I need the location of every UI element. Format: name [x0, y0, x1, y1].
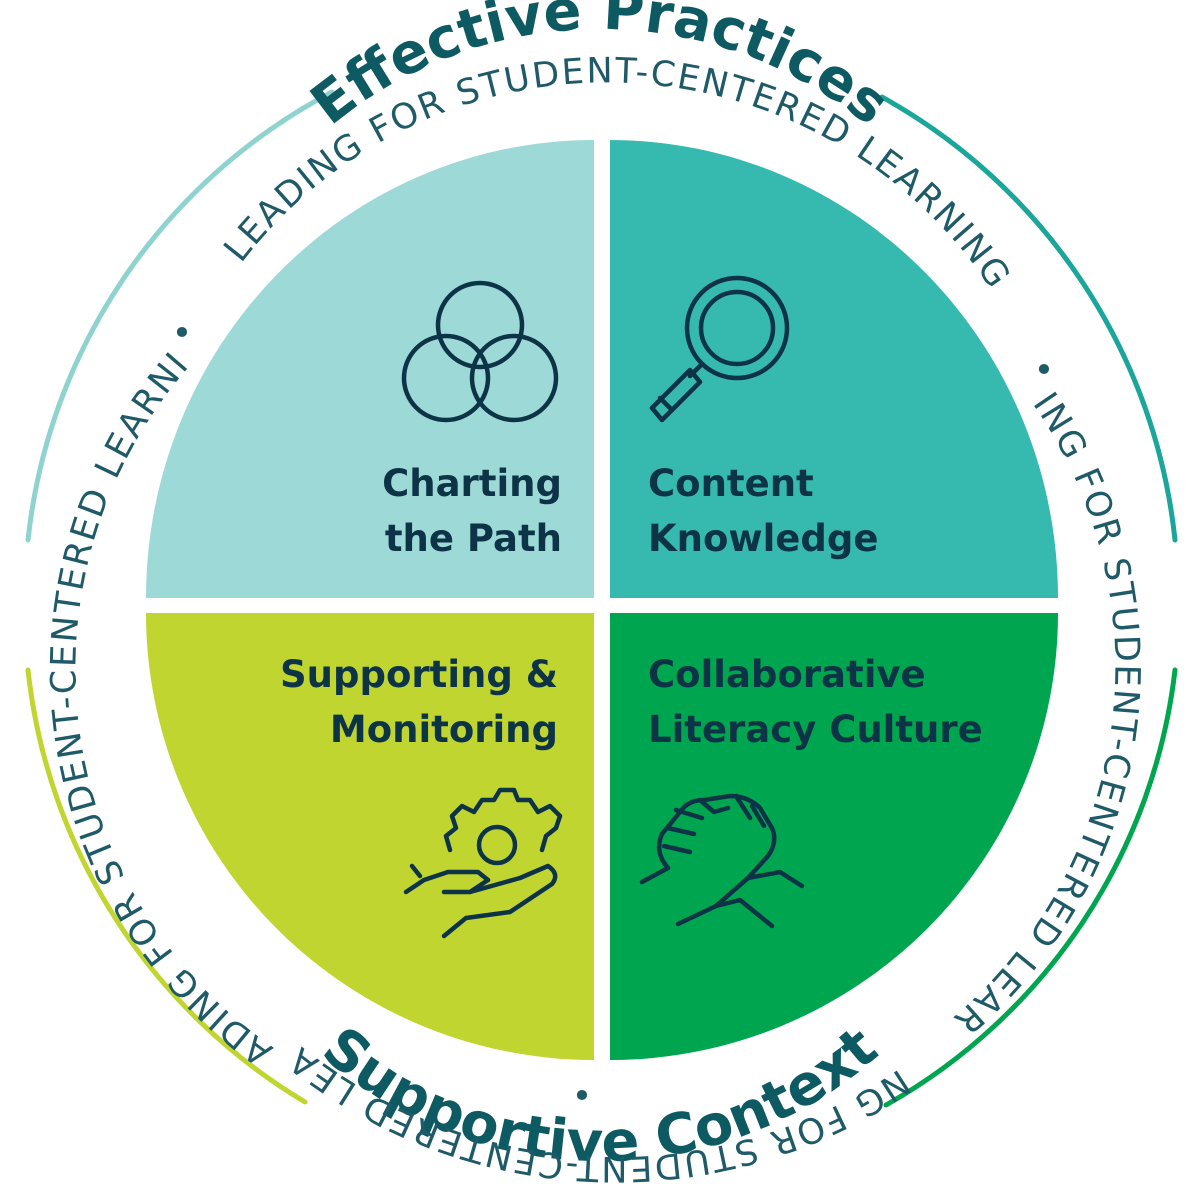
arc-bottom-right: [883, 667, 1178, 1108]
quadrant-charting-the-path: [146, 140, 594, 598]
outer-ring-arcs: [25, 89, 1178, 1108]
label-line1: Supporting &: [280, 653, 558, 696]
quadrants: [146, 140, 1058, 1060]
arc-top-right: [879, 94, 1178, 543]
label-supporting-monitoring: Supporting & Monitoring: [280, 653, 558, 751]
ring-separator-dot: •: [572, 1077, 595, 1117]
handshake-icon: [639, 793, 805, 929]
arc-top-left: [25, 89, 335, 543]
quadrant-content-knowledge: [610, 140, 1058, 598]
label-line2: Knowledge: [648, 517, 878, 560]
label-line1: Content: [648, 462, 814, 505]
label-line2: the Path: [385, 517, 562, 560]
arc-bottom-left: [25, 667, 308, 1105]
quadrant-collaborative-literacy-culture: [610, 613, 1058, 1060]
label-line2: Literacy Culture: [648, 708, 983, 751]
label-charting-the-path: Charting the Path: [382, 462, 562, 560]
magnifying-glass-icon: [649, 275, 790, 423]
ring-separator-dot: •: [172, 314, 195, 354]
label-line1: Charting: [382, 462, 562, 505]
label-line1: Collaborative: [648, 653, 926, 696]
ring-separator-dot: •: [1034, 351, 1057, 391]
venn-circles-icon: [401, 280, 559, 423]
hand-gear-icon: [403, 787, 563, 939]
label-content-knowledge: Content Knowledge: [648, 462, 878, 560]
quadrant-supporting-monitoring: [146, 613, 594, 1060]
label-collaborative-literacy-culture: Collaborative Literacy Culture: [648, 653, 983, 751]
label-line2: Monitoring: [330, 708, 558, 751]
